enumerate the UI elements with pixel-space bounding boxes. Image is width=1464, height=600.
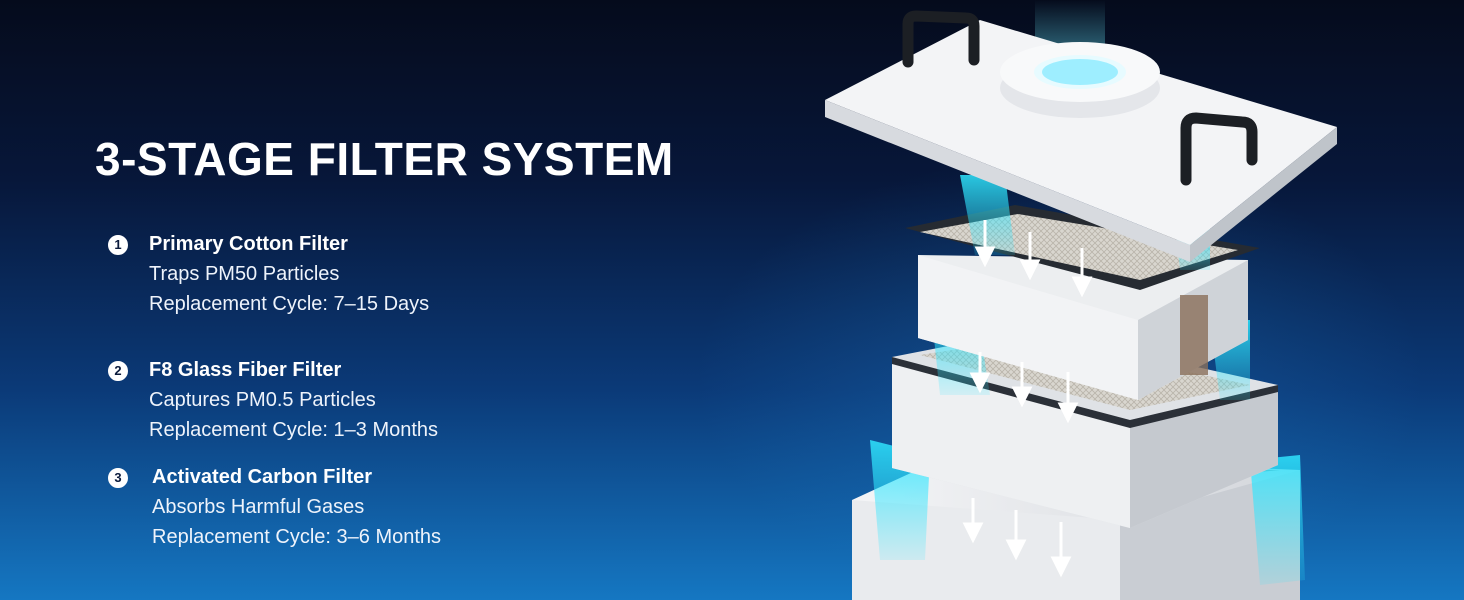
down-arrow-icon <box>962 498 984 544</box>
stage-2-description: Captures PM0.5 Particles <box>149 389 376 411</box>
stage-1-number-badge: 1 <box>108 235 128 255</box>
stage-2-number-badge: 2 <box>108 361 128 381</box>
handle-icon <box>1180 112 1258 186</box>
stage-3-replacement-cycle: Replacement Cycle: 3–6 Months <box>152 526 442 548</box>
down-arrow-icon <box>1050 522 1072 578</box>
stage-2-replacement-cycle: Replacement Cycle: 1–3 Months <box>149 419 439 441</box>
airflow-beam <box>1250 455 1305 585</box>
down-arrow-icon <box>1019 232 1041 281</box>
stage-1-replacement-cycle: Replacement Cycle: 7–15 Days <box>149 293 430 315</box>
page-title: 3-STAGE FILTER SYSTEM <box>95 133 674 185</box>
filter-lid <box>825 20 1337 262</box>
stage-1-description: Traps PM50 Particles <box>149 263 340 285</box>
stage-1-name: Primary Cotton Filter <box>149 233 348 255</box>
stage-1-text: Primary Cotton Filter Traps PM50 Particl… <box>149 233 430 319</box>
airflow-arrows <box>962 220 1093 578</box>
airflow-beam <box>960 175 1015 255</box>
stage-3-text: Activated Carbon Filter Absorbs Harmful … <box>152 466 442 552</box>
down-arrow-icon <box>1057 372 1079 424</box>
down-arrow-icon <box>1011 362 1033 408</box>
stage-3-description: Absorbs Harmful Gases <box>152 496 365 518</box>
stage-2-name: F8 Glass Fiber Filter <box>149 359 342 381</box>
down-arrow-icon <box>1071 248 1093 298</box>
stage-2-text: F8 Glass Fiber Filter Captures PM0.5 Par… <box>149 359 439 445</box>
filter-stack-illustration <box>825 0 1337 600</box>
stage-3-number-badge: 3 <box>108 468 128 488</box>
handle-icon <box>902 10 980 68</box>
down-arrow-icon <box>974 220 996 268</box>
stage-3-name: Activated Carbon Filter <box>152 466 373 488</box>
down-arrow-icon <box>1005 510 1027 561</box>
down-arrow-icon <box>969 352 991 394</box>
